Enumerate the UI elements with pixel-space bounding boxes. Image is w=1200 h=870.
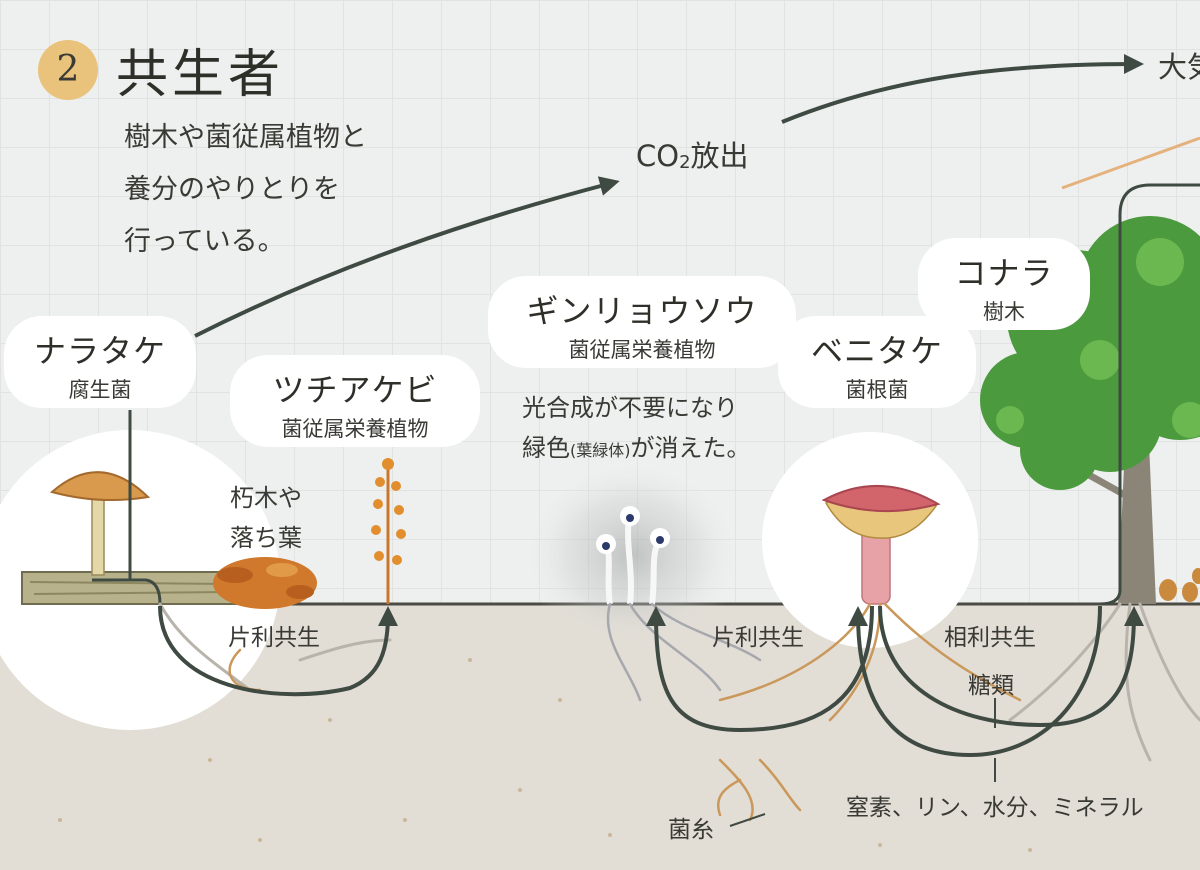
mutual-arrow-to-tree [878, 605, 1144, 728]
co2-release-label: CO2放出 [636, 139, 749, 173]
nutrients-label: 窒素、リン、水分、ミネラル [846, 795, 1144, 821]
naratake-hypha-line [92, 578, 162, 605]
section-number-badge: 2 [38, 40, 98, 100]
commensal-arrow-1 [158, 605, 398, 697]
intro-text: 樹木や菌従属植物と 養分のやりとりを 行っている。 [124, 122, 367, 257]
sun-ray [1061, 136, 1200, 190]
label-naratake: ナラタケ 腐生菌 [4, 316, 196, 408]
commensalism-label-1: 片利共生 [228, 625, 320, 651]
label-tsuchiakebi: ツチアケビ 菌従属栄養植物 [230, 355, 480, 447]
benitake-mushroom-icon [821, 485, 941, 605]
naratake-name: ナラタケ [33, 332, 166, 370]
ginryousou-name: ギンリョウソウ [526, 292, 758, 330]
konara-name: コナラ [954, 254, 1054, 292]
ginryousou-flowers-icon [596, 506, 670, 554]
co2-arrow-to-air [781, 54, 1144, 124]
konara-type: 樹木 [983, 300, 1025, 324]
label-ginryousou: ギンリョウソウ 菌従属栄養植物 [488, 276, 796, 368]
commensal-arrow-2 [646, 605, 874, 733]
mutual-arrow-to-fungus [848, 605, 1102, 758]
sugars-label: 糖類 [968, 673, 1014, 699]
co2-arrow-to-co2 [194, 176, 620, 338]
mycelium-leader [729, 813, 766, 827]
naratake-type: 腐生菌 [68, 378, 132, 402]
mutualism-label: 相利共生 [944, 625, 1036, 651]
naratake-mushroom-icon [49, 471, 151, 576]
ginryousou-type: 菌従属栄養植物 [568, 338, 716, 362]
page-title: 共生者 [116, 45, 285, 105]
benitake-type: 菌根菌 [845, 378, 909, 402]
mycelium-label: 菌糸 [668, 817, 714, 843]
tsuchiakebi-name: ツチアケビ [272, 371, 438, 409]
benitake-name: ベニタケ [810, 332, 943, 370]
label-benitake: ベニタケ 菌根菌 [778, 316, 976, 408]
photosynthesis-note-line1: 光合成が不要になり [522, 394, 738, 422]
photosynthesis-note-line2: 緑色(葉緑体)が消えた。 [522, 434, 751, 462]
acorn-icon [1159, 568, 1200, 602]
tsuchiakebi-plant-icon [371, 458, 406, 604]
konara-connector [1099, 183, 1200, 606]
fallen-leaves-icon [213, 557, 317, 609]
commensalism-label-2: 片利共生 [712, 625, 804, 651]
atmosphere-label: 大気 [1158, 50, 1200, 84]
label-konara: コナラ 樹木 [918, 238, 1090, 330]
deadwood-note: 朽木や 落ち葉 [230, 484, 302, 552]
tsuchiakebi-type: 菌従属栄養植物 [281, 417, 429, 441]
